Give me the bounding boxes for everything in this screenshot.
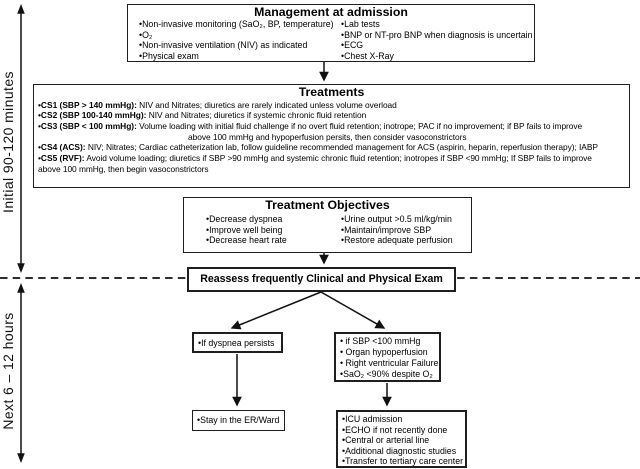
dyspnea-condition-box: •If dyspnea persists xyxy=(192,332,283,353)
icu-admission-items: •ICU admission •ECHO if not recently don… xyxy=(338,412,465,467)
management-at-admission-title: Management at admission xyxy=(254,5,408,19)
bullet-item: •Non-invasive ventilation (NIV) as indic… xyxy=(139,40,308,51)
bullet-item: •Maintain/improve SBP xyxy=(341,224,432,235)
bullet-item: •BNP or NT-pro BNP when diagnosis is unc… xyxy=(341,29,533,40)
bullet-item: •O₂ xyxy=(139,29,153,40)
bullet-item: • Organ hypoperfusion xyxy=(340,347,428,357)
bullet-item: • if SBP <100 mmHg xyxy=(340,336,421,346)
treatment-objectives-box: Treatment Objectives •Decrease dyspnea •… xyxy=(183,197,472,253)
stay-er-ward-label: •Stay in the ER/Ward xyxy=(197,415,280,425)
management-at-admission-box: Management at admission •Non-invasive mo… xyxy=(127,4,535,62)
objectives-right-column: •Urine output >0.5 ml/kg/min •Maintain/i… xyxy=(341,214,453,246)
reassess-box: Reassess frequently Clinical and Physica… xyxy=(187,267,456,292)
bullet-item: •Decrease heart rate xyxy=(206,235,287,246)
timeline-phase1-label: Initial 90-120 minutes xyxy=(0,71,16,213)
timeline-arrowheads-icon xyxy=(17,4,25,463)
bullet-item: •CS2 (SBP 100-140 mmHg): NIV and Nitrate… xyxy=(38,110,367,121)
treatment-objectives-title: Treatment Objectives xyxy=(265,198,390,212)
treatments-title: Treatments xyxy=(298,85,365,99)
bullet-item: •Additional diagnostic studies xyxy=(342,445,457,456)
treatments-items: •CS1 (SBP > 140 mmHg): NIV and Nitrates;… xyxy=(34,100,629,175)
objectives-left-column: •Decrease dyspnea •Improve well being •D… xyxy=(206,214,287,246)
stay-er-ward-box: •Stay in the ER/Ward xyxy=(192,410,285,431)
dyspnea-condition-label: •If dyspnea persists xyxy=(198,338,275,348)
bullet-item: •Physical exam xyxy=(139,50,199,61)
reassess-label: Reassess frequently Clinical and Physica… xyxy=(200,273,443,285)
bullet-item: •CS3 (SBP < 100 mmHg): Volume loading wi… xyxy=(38,120,583,131)
bullet-item: •ECHO if not recently done xyxy=(342,424,448,435)
bullet-item: •Chest X-Ray xyxy=(341,50,394,61)
bullet-item: •Lab tests xyxy=(341,19,380,29)
arrow-reassess-to-left-branch xyxy=(230,291,322,330)
bullet-item: •ECG xyxy=(341,40,364,51)
bullet-item: •Non-invasive monitoring (SaO₂, BP, temp… xyxy=(139,19,334,29)
arrow-reassess-to-right-branch xyxy=(320,291,386,329)
icu-admission-box: •ICU admission •ECHO if not recently don… xyxy=(336,410,467,468)
bullet-item: •Decrease dyspnea xyxy=(206,214,283,224)
bullet-item: •Central or arterial line xyxy=(342,435,430,445)
bullet-item: •Restore adequate perfusion xyxy=(341,235,453,246)
bullet-item: •CS5 (RVF): Avoid volume loading; diuret… xyxy=(38,153,592,164)
admission-left-column: •Non-invasive monitoring (SaO₂, BP, temp… xyxy=(139,19,334,61)
sbp-condition-items: • if SBP <100 mmHg • Organ hypoperfusion… xyxy=(336,334,439,380)
bullet-item: •Improve well being xyxy=(206,224,283,235)
bullet-item: •SaO₂ <90% despite O₂ xyxy=(340,369,433,379)
bullet-item: •CS1 (SBP > 140 mmHg): NIV and Nitrates;… xyxy=(38,99,397,110)
bullet-item: •Urine output >0.5 ml/kg/min xyxy=(341,214,452,224)
bullet-item: • Right ventricular Failure xyxy=(340,358,439,368)
bullet-item: •Transfer to tertiary care center xyxy=(342,456,464,466)
bullet-item: •CS4 (ACS): NIV; Nitrates; Cardiac cathe… xyxy=(38,142,598,153)
treatments-box: Treatments •CS1 (SBP > 140 mmHg): NIV an… xyxy=(33,84,630,188)
sbp-condition-box: • if SBP <100 mmHg • Organ hypoperfusion… xyxy=(334,332,441,382)
bullet-item-continuation: above 100 mmHg, then begin vasoconstrict… xyxy=(38,163,209,174)
timeline-phase2-label: Next 6 – 12 hours xyxy=(0,312,16,430)
bullet-item-continuation: above 100 mmHg and hypoperfusion persits… xyxy=(188,131,467,142)
bullet-item: •ICU admission xyxy=(342,414,403,424)
admission-right-column: •Lab tests •BNP or NT-pro BNP when diagn… xyxy=(341,19,533,61)
